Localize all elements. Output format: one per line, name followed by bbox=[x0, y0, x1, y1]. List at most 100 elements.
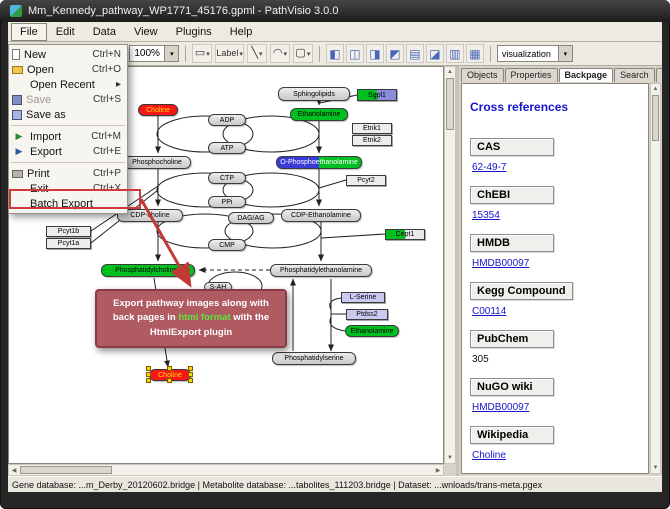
pathway-edge[interactable] bbox=[156, 115, 254, 153]
tab-search[interactable]: Search bbox=[614, 68, 655, 82]
scroll-down-icon[interactable]: ▼ bbox=[652, 465, 659, 471]
selection-handle[interactable] bbox=[167, 378, 172, 383]
menu-item-save-as[interactable]: Save as bbox=[9, 107, 127, 122]
distribute-vertical-icon[interactable]: ▦ bbox=[465, 44, 484, 63]
selection-handle[interactable] bbox=[146, 372, 151, 377]
scrollbar-thumb[interactable] bbox=[446, 78, 454, 130]
pathway-node-etnk1[interactable]: Etnk1 bbox=[352, 123, 392, 134]
pathway-node-dag-ag[interactable]: DAG/AG bbox=[228, 212, 274, 224]
menu-plugins[interactable]: Plugins bbox=[175, 25, 212, 38]
arc-tool[interactable]: ◠▾ bbox=[269, 44, 290, 63]
pathway-node-atp[interactable]: ATP bbox=[208, 142, 246, 154]
visualization-combobox[interactable]: visualization ▾ bbox=[496, 45, 573, 62]
pathway-edge[interactable] bbox=[320, 233, 386, 239]
line-tool[interactable]: ╲▾ bbox=[246, 44, 267, 63]
shape-tool[interactable]: ▢▾ bbox=[292, 44, 313, 63]
pathway-node-cdp-ethanolamine[interactable]: CDP-Ethanolamine bbox=[281, 209, 361, 222]
pathway-node-cept1[interactable]: Cept1 bbox=[385, 229, 425, 240]
canvas-vertical-scrollbar[interactable]: ▲ ▼ bbox=[444, 66, 456, 464]
selection-handle[interactable] bbox=[188, 366, 193, 371]
menu-item-label: Import bbox=[30, 130, 62, 143]
scrollbar-thumb[interactable] bbox=[20, 466, 112, 474]
menu-help[interactable]: Help bbox=[229, 25, 253, 38]
visualization-value: visualization bbox=[501, 48, 551, 59]
menu-item-batch-export[interactable]: Batch Export bbox=[9, 196, 127, 211]
pathway-node-sphingolipids[interactable]: Sphingolipids bbox=[278, 87, 350, 101]
pathway-node-o-phosphoethanolamine[interactable]: O-Phosphoethanolamine bbox=[276, 156, 362, 169]
pathway-node-choline[interactable]: Choline bbox=[138, 104, 178, 116]
tab-backpage[interactable]: Backpage bbox=[558, 68, 614, 82]
pathway-node-phosphocholine[interactable]: Phosphocholine bbox=[123, 156, 191, 169]
scroll-right-icon[interactable]: ▶ bbox=[435, 467, 441, 474]
xref-link[interactable]: C00114 bbox=[472, 306, 507, 317]
menu-data[interactable]: Data bbox=[92, 25, 116, 38]
callout-text: Export pathway images along with back pa… bbox=[112, 298, 269, 324]
menu-edit[interactable]: Edit bbox=[55, 25, 75, 38]
pathway-node-ethanolamine[interactable]: Ethanolamine bbox=[345, 325, 399, 337]
pathway-edge[interactable] bbox=[318, 179, 347, 189]
align-center-icon[interactable]: ◫ bbox=[345, 44, 364, 63]
label-tool[interactable]: Label▾ bbox=[215, 44, 244, 63]
xref-link[interactable]: HMDB00097 bbox=[472, 402, 530, 413]
scroll-down-icon[interactable]: ▼ bbox=[447, 455, 453, 461]
menu-view[interactable]: View bbox=[133, 25, 158, 38]
align-top-icon[interactable]: ◩ bbox=[385, 44, 404, 63]
scroll-left-icon[interactable]: ◀ bbox=[11, 467, 17, 474]
distribute-horizontal-icon[interactable]: ▥ bbox=[445, 44, 464, 63]
align-bottom-icon[interactable]: ◪ bbox=[425, 44, 444, 63]
pathway-node-l-serine[interactable]: L-Serine bbox=[341, 292, 385, 303]
menu-item-open-recent[interactable]: Open Recent▸ bbox=[9, 77, 127, 92]
pathway-node-adp[interactable]: ADP bbox=[208, 114, 246, 126]
selection-handle[interactable] bbox=[167, 366, 172, 371]
xref-link[interactable]: 15354 bbox=[472, 210, 500, 221]
selection-handle[interactable] bbox=[188, 372, 193, 377]
panel-scrollbar[interactable]: ▲ ▼ bbox=[650, 83, 661, 474]
shape-tool-icon: ▢ bbox=[295, 47, 306, 59]
pathway-node-phosphatidylethanolamine[interactable]: Phosphatidylethanolamine bbox=[270, 264, 372, 277]
scrollbar-thumb[interactable] bbox=[652, 95, 659, 141]
title-bar[interactable]: Mm_Kennedy_pathway_WP1771_45176.gpml - P… bbox=[0, 0, 670, 22]
pathway-edge[interactable] bbox=[329, 316, 346, 332]
selection-handle[interactable] bbox=[188, 378, 193, 383]
pathway-node-pcyt1a[interactable]: Pcyt1a bbox=[46, 238, 91, 249]
pathway-node-phosphatidylcholines[interactable]: Phosphatidylcholines bbox=[101, 264, 195, 277]
pathway-node-sgpl1[interactable]: Sgpl1 bbox=[357, 89, 397, 101]
zoom-combobox[interactable]: 100% ▾ bbox=[129, 45, 180, 62]
xref-link[interactable]: HMDB00097 bbox=[472, 258, 530, 269]
align-left-icon[interactable]: ◧ bbox=[325, 44, 344, 63]
canvas-horizontal-scrollbar[interactable]: ◀ ▶ bbox=[8, 464, 444, 476]
xref-link[interactable]: Choline bbox=[472, 450, 506, 461]
pathway-edge[interactable] bbox=[329, 297, 342, 311]
scroll-up-icon[interactable]: ▲ bbox=[447, 69, 453, 75]
align-right-icon[interactable]: ◨ bbox=[365, 44, 384, 63]
pathway-node-ptdss2[interactable]: Ptdss2 bbox=[346, 309, 388, 320]
chevron-down-icon[interactable]: ▾ bbox=[557, 46, 572, 61]
gene-product-tool[interactable]: ▭▾ bbox=[192, 44, 213, 63]
scroll-up-icon[interactable]: ▲ bbox=[652, 86, 659, 92]
menu-file[interactable]: File bbox=[11, 22, 47, 41]
tab-legend[interactable]: Legend bbox=[655, 68, 662, 82]
chevron-down-icon[interactable]: ▾ bbox=[164, 46, 179, 61]
pathway-node-etnk2[interactable]: Etnk2 bbox=[352, 135, 392, 146]
pathway-node-pcyt2[interactable]: Pcyt2 bbox=[346, 175, 386, 186]
pathway-node-ethanolamine[interactable]: Ethanolamine bbox=[290, 108, 348, 121]
pathway-node-ppi[interactable]: PPi bbox=[208, 196, 246, 208]
pathway-node-pcyt1b[interactable]: Pcyt1b bbox=[46, 226, 91, 237]
tab-objects[interactable]: Objects bbox=[461, 68, 504, 82]
pathway-node-cmp[interactable]: CMP bbox=[208, 239, 246, 251]
pathway-node-phosphatidylserine[interactable]: Phosphatidylserine bbox=[272, 352, 356, 365]
selection-handle[interactable] bbox=[146, 378, 151, 383]
xref-link[interactable]: 62-49-7 bbox=[472, 162, 507, 173]
align-middle-icon[interactable]: ▤ bbox=[405, 44, 424, 63]
tab-properties[interactable]: Properties bbox=[504, 68, 558, 82]
selection-handle[interactable] bbox=[146, 366, 151, 371]
pathway-node-ctp[interactable]: CTP bbox=[208, 172, 246, 184]
